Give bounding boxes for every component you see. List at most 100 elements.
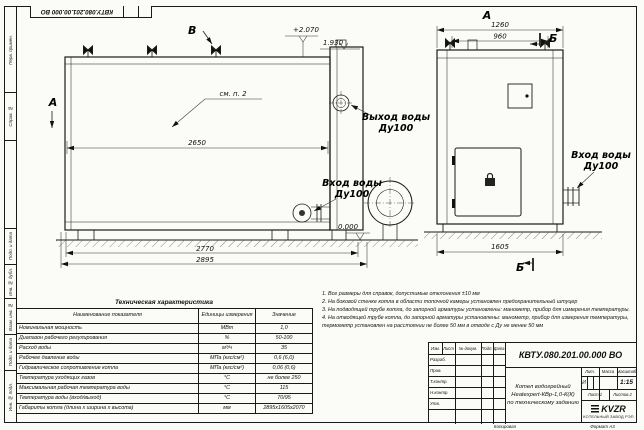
water-in-right-label-line2: Ду100 [583, 161, 619, 172]
tech-row: Диапазон рабочего регулирования%50-100 [16, 333, 313, 344]
dim-1260-label: 1260 [491, 21, 509, 29]
tb-role-empty [430, 409, 454, 420]
drawing-frame [16, 6, 637, 423]
tech-cell-value: не более 250 [255, 373, 313, 384]
water-out-label-line2: Ду100 [378, 123, 414, 134]
tb-scale-label: Масштаб [617, 369, 636, 374]
tb-sheet-cell: Лист 1 [587, 392, 603, 397]
tb-header-list: Лист [443, 346, 454, 351]
tech-cell-name: Рабочее давление воды [16, 353, 199, 364]
tech-cell-name: Температура воды (вход/выход) [16, 393, 199, 404]
door-handle [485, 172, 495, 186]
stamp-divider [138, 6, 139, 17]
boiler-door [454, 147, 522, 217]
tb-title: Котел водогрейный Heatexpert-КВр-1,0-К(К… [505, 367, 581, 422]
tech-cell-name: Расход воды [16, 343, 199, 354]
valve-icon [211, 45, 221, 58]
title-block: Изм. Лист № докум. Подп. Дата Разраб. Пр… [428, 342, 637, 424]
tech-cell-units: °С [198, 373, 256, 384]
tech-cell-units: °С [198, 393, 256, 404]
dim-2895-label: 2895 [196, 256, 214, 264]
section-b-top-label: Б [549, 32, 557, 45]
company-name: КОТЕЛЬНЫЙ ЗАВОД РЭП [583, 415, 633, 419]
rear-view [436, 38, 580, 233]
tech-cell-units: мм [198, 403, 256, 414]
tb-header-sign: Подп. [481, 346, 493, 351]
tech-cell-name: Температура уходящих газов [16, 373, 199, 384]
tech-characteristics: Техническая характеристика Наименование … [16, 299, 313, 414]
tech-cell-value: 0,6 (6,0) [255, 353, 313, 364]
view-a-arrow-label: А [48, 96, 58, 109]
tech-cell-units: °С [198, 383, 256, 394]
tech-title: Техническая характеристика [114, 299, 214, 306]
margin-cell: Взам. инв. № [5, 299, 16, 335]
tb-scale-value: 1:15 [619, 379, 633, 386]
tech-cell-name: Максимальная рабочая температура воды [16, 383, 199, 394]
section-b-bottom-label: Б [516, 261, 524, 274]
water-in-left-label-line1: Вход воды [322, 178, 382, 189]
tb-sheets-cell: Листов 2 [613, 392, 632, 397]
tech-cell-units: МПа (кгс/см²) [198, 363, 256, 374]
tech-cell-units: МПа (кгс/см²) [198, 353, 256, 364]
note-item: 1. Все размеры для справок, допустимые о… [322, 291, 480, 297]
margin-cell: Подп. и дата [5, 335, 16, 371]
tech-cell-value: 50-100 [255, 333, 313, 344]
side-view-dimensions [49, 30, 373, 268]
tech-cell-units: м³/ч [198, 343, 256, 354]
tb-title-line1: Котел водогрейный [515, 383, 571, 390]
copied-label: Копировал [493, 424, 517, 429]
tb-company: KVZR КОТЕЛЬНЫЙ ЗАВОД РЭП [581, 400, 636, 422]
rear-view-dimensions [436, 26, 595, 271]
kvzr-logo-icon [591, 404, 600, 413]
dim-2770-label: 2770 [196, 245, 214, 253]
stamp-divider [123, 6, 124, 17]
margin-cell: Подп. и дата [5, 229, 16, 265]
margin-cell: Справ. № [5, 93, 16, 141]
left-margin-strip: Перв. примен. Справ. № Подп. и дата Инв.… [4, 6, 16, 423]
tech-row: Габариты котла (длина х ширина х высота)… [16, 403, 313, 414]
margin-cell: Перв. примен. [5, 7, 16, 93]
dim-2650-label: 2650 [188, 139, 206, 147]
tb-role-approved: Утв. [430, 401, 440, 406]
tech-cell-name: Диапазон рабочего регулирования [16, 333, 199, 344]
elev-zero-label: 0.000 [338, 223, 359, 231]
see-note-label: см. п. 2 [219, 90, 247, 98]
tb-title-line2: Heatexpert-КВр-1,0-К(К) [511, 391, 575, 398]
ground-left [56, 239, 418, 247]
dim-960-label: 960 [493, 33, 507, 41]
tech-cell-value: 2895х1605х2070 [255, 403, 313, 414]
note-item: 4. На отводящей трубе котла, до запорной… [322, 315, 629, 329]
tech-col-name: Наименование показателя [16, 308, 199, 324]
water-out-label-line1: Выход воды [362, 112, 431, 123]
kvzr-logo-text: KVZR [601, 403, 626, 414]
note-item: 3. На подводящей трубе котла, до запорно… [322, 307, 631, 314]
tech-cell-value: 35 [255, 343, 313, 354]
note-item: 2. На боковой стенке котла в области топ… [322, 299, 578, 306]
pump [292, 203, 312, 223]
tb-header-izm: Изм. [431, 346, 440, 351]
valve-icon [83, 45, 93, 58]
tech-col-units: Единицы измерения [198, 308, 256, 324]
tb-title-line3: по техническому заданию [507, 399, 579, 406]
tech-cell-value: 0,06 (0,6) [255, 363, 313, 374]
tb-role-ncontrol: Н.контр. [430, 390, 449, 395]
tb-header-docnum: № докум. [458, 346, 478, 351]
tech-cell-units: % [198, 333, 256, 344]
notes: 1. Все размеры для справок, допустимые о… [322, 291, 630, 331]
tb-doc-number: КВТУ.080.201.00.000 ВО [518, 350, 623, 360]
company-name-line2: ЗАВОД РЭП [610, 414, 634, 419]
tech-cell-value: 70/95 [255, 393, 313, 404]
margin-cell: Инв. № дубл. [5, 265, 16, 299]
burner [364, 177, 416, 240]
water-in-right-label-line1: Вход воды [571, 150, 631, 161]
company-name-line1: КОТЕЛЬНЫЙ [583, 414, 609, 419]
dim-1605-label: 1605 [491, 243, 509, 251]
